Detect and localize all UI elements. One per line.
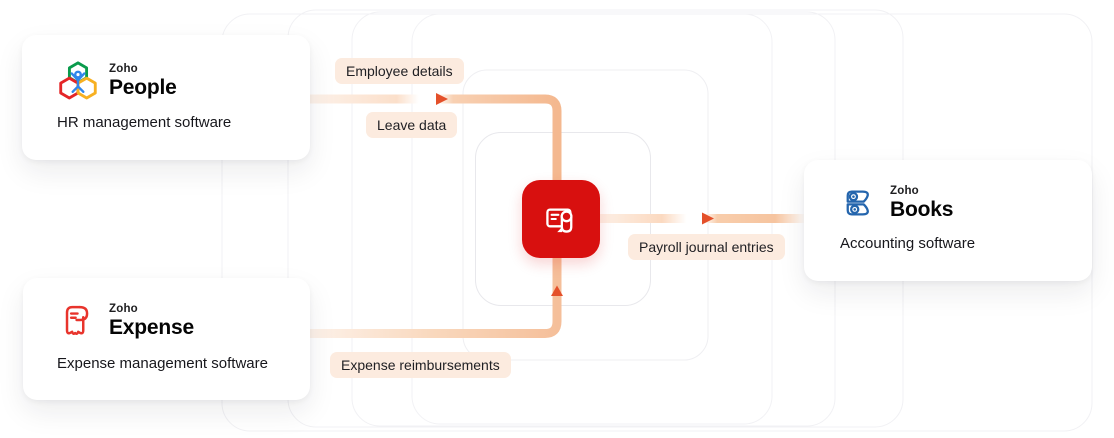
zoho-people-logo-icon (59, 61, 97, 100)
product-tagline: Expense management software (57, 355, 268, 372)
brand-zoho: Zoho (109, 63, 138, 76)
zoho-payroll-app-icon (522, 180, 600, 258)
zoho-expense-card: Zoho Expense Expense management software (23, 278, 310, 400)
zoho-books-logo-icon (846, 190, 869, 216)
brand-zoho: Zoho (109, 303, 138, 316)
flow-label-leave-data: Leave data (366, 112, 458, 138)
flow-arrow-right-icon (702, 212, 714, 225)
flow-arrow-right-icon (436, 93, 448, 105)
product-tagline: Accounting software (840, 235, 976, 252)
product-tagline: HR management software (57, 114, 232, 131)
product-name: Expense (109, 315, 194, 339)
zoho-books-card: Zoho Books Accounting software (804, 160, 1092, 281)
product-name: People (109, 75, 177, 99)
brand-zoho: Zoho (890, 185, 919, 198)
flow-label-employee-details: Employee details (335, 58, 464, 84)
zoho-expense-logo-icon (65, 305, 89, 335)
flow-label-expense-reimbursements: Expense reimbursements (330, 352, 511, 378)
product-name: Books (890, 197, 954, 221)
flow-label-payroll-journal-entries: Payroll journal entries (628, 234, 785, 260)
zoho-people-card: Zoho People HR management software (22, 35, 310, 160)
payroll-cheque-icon (546, 208, 573, 233)
